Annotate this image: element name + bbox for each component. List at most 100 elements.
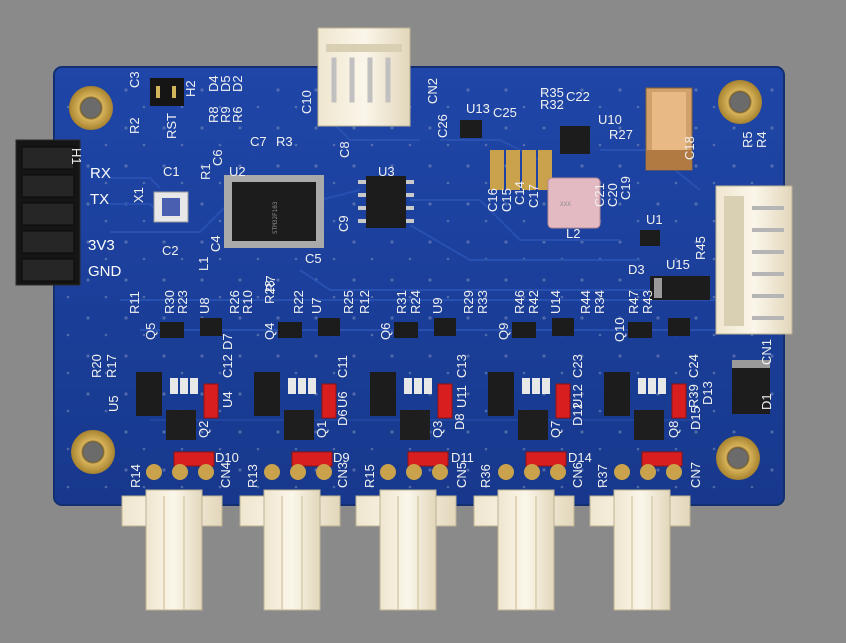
silkscreen-label: R27 bbox=[609, 127, 633, 142]
resistor-pad bbox=[522, 378, 530, 394]
silkscreen-label: R20 bbox=[89, 354, 104, 378]
resistor-pad bbox=[180, 378, 188, 394]
silkscreen-label: C25 bbox=[493, 105, 517, 120]
silkscreen-label: C15 bbox=[499, 188, 514, 212]
resistor-pad bbox=[658, 378, 666, 394]
silkscreen-label: C20 bbox=[605, 183, 620, 207]
silkscreen-label: R4 bbox=[754, 131, 769, 148]
thru-hole-pad bbox=[172, 464, 188, 480]
silkscreen-label: C4 bbox=[208, 235, 223, 252]
silkscreen-label: Q7 bbox=[548, 421, 563, 438]
silkscreen-label: C17 bbox=[526, 184, 541, 208]
silkscreen-label: C5 bbox=[305, 251, 322, 266]
thru-hole-pad bbox=[406, 464, 422, 480]
silkscreen-label: R22 bbox=[291, 290, 306, 314]
transistor-sot bbox=[628, 322, 652, 338]
silkscreen-label: R15 bbox=[362, 464, 377, 488]
silkscreen-label: R46 bbox=[512, 290, 527, 314]
silkscreen-label: C19 bbox=[618, 176, 633, 200]
ic-u1 bbox=[640, 230, 660, 246]
silkscreen-label: R37 bbox=[595, 464, 610, 488]
silkscreen-label: U1 bbox=[646, 212, 663, 227]
silkscreen-label: R32 bbox=[540, 97, 564, 112]
label-rx: RX bbox=[90, 165, 111, 182]
silkscreen-label: R12 bbox=[357, 290, 372, 314]
channel bbox=[355, 318, 457, 611]
optocoupler bbox=[254, 372, 280, 416]
diode-red bbox=[671, 383, 687, 419]
silkscreen-label: R17 bbox=[104, 354, 119, 378]
svg-text:XXX: XXX bbox=[560, 201, 571, 208]
silkscreen-label: R6 bbox=[230, 106, 245, 123]
silkscreen-label: R11 bbox=[127, 291, 142, 314]
silkscreen-label: CN6 bbox=[570, 462, 585, 488]
mosfet bbox=[634, 410, 664, 440]
silkscreen-label: Q1 bbox=[314, 421, 329, 438]
silkscreen-label: D3 bbox=[628, 262, 645, 277]
fan-connector-housing bbox=[379, 489, 437, 611]
silkscreen-label: D14 bbox=[568, 450, 592, 465]
silkscreen-label: L2 bbox=[566, 226, 580, 241]
silkscreen-label: R10 bbox=[240, 290, 255, 314]
resistor-pad bbox=[288, 378, 296, 394]
diode-flyback bbox=[525, 451, 567, 467]
silkscreen-label: C11 bbox=[335, 355, 350, 378]
silkscreen-label: R24 bbox=[408, 290, 423, 314]
transistor-sot bbox=[160, 322, 184, 338]
silkscreen-label: U4 bbox=[220, 391, 235, 408]
silkscreen-label: C23 bbox=[570, 354, 585, 378]
silkscreen-label: U15 bbox=[666, 257, 690, 272]
silkscreen-label: U2 bbox=[229, 164, 246, 179]
silkscreen-label: U9 bbox=[430, 297, 445, 314]
silkscreen-label: R44 bbox=[578, 290, 593, 314]
resistor-pad bbox=[298, 378, 306, 394]
silkscreen-label: C7 bbox=[250, 134, 267, 149]
silkscreen-label: R42 bbox=[526, 290, 541, 314]
optocoupler bbox=[604, 372, 630, 416]
silkscreen-label: D6 bbox=[335, 409, 350, 426]
silkscreen-label: U3 bbox=[378, 164, 395, 179]
ic-small bbox=[200, 318, 222, 336]
resistor-pad bbox=[190, 378, 198, 394]
silkscreen-label: CN7 bbox=[688, 462, 703, 488]
optocoupler bbox=[488, 372, 514, 416]
resistor-pad bbox=[414, 378, 422, 394]
mosfet bbox=[518, 410, 548, 440]
diode-red bbox=[203, 383, 219, 419]
optocoupler bbox=[136, 372, 162, 416]
silkscreen-label: H1 bbox=[69, 148, 84, 165]
silkscreen-label: CN3 bbox=[335, 462, 350, 488]
mounting-holes bbox=[69, 80, 762, 480]
silkscreen-label: CN1 bbox=[759, 339, 774, 365]
silkscreen-label: R28 bbox=[262, 280, 277, 304]
resistor-pad bbox=[170, 378, 178, 394]
silkscreen-label: C12 bbox=[220, 354, 235, 378]
silkscreen-label: C6 bbox=[210, 149, 225, 166]
silkscreen-label: CN2 bbox=[425, 78, 440, 104]
transistor-sot bbox=[278, 322, 302, 338]
thru-hole-pad bbox=[146, 464, 162, 480]
diode-red bbox=[437, 383, 453, 419]
mosfet bbox=[166, 410, 196, 440]
silkscreen-label: U11 bbox=[454, 385, 469, 408]
silkscreen-label: D1 bbox=[759, 393, 774, 410]
silkscreen-label: RST bbox=[164, 113, 179, 139]
silkscreen-label: R43 bbox=[640, 290, 655, 314]
fan-connector-housing bbox=[613, 489, 671, 611]
mosfet bbox=[284, 410, 314, 440]
header-h1 bbox=[15, 139, 81, 286]
thru-hole-pad bbox=[380, 464, 396, 480]
channel bbox=[121, 318, 223, 611]
silkscreen-label: R36 bbox=[478, 464, 493, 488]
thru-hole-pad bbox=[198, 464, 214, 480]
diode-flyback bbox=[173, 451, 215, 467]
silkscreen-label: D10 bbox=[215, 450, 239, 465]
silkscreen-label: R5 bbox=[740, 131, 755, 148]
silkscreen-label: R7 bbox=[263, 275, 278, 292]
silkscreen-label: C3 bbox=[127, 71, 142, 88]
silkscreen-label: X1 bbox=[131, 187, 146, 203]
silkscreen-label: C2 bbox=[162, 243, 179, 258]
fan-connector-housing bbox=[263, 489, 321, 611]
silkscreen-label: C13 bbox=[454, 354, 469, 378]
